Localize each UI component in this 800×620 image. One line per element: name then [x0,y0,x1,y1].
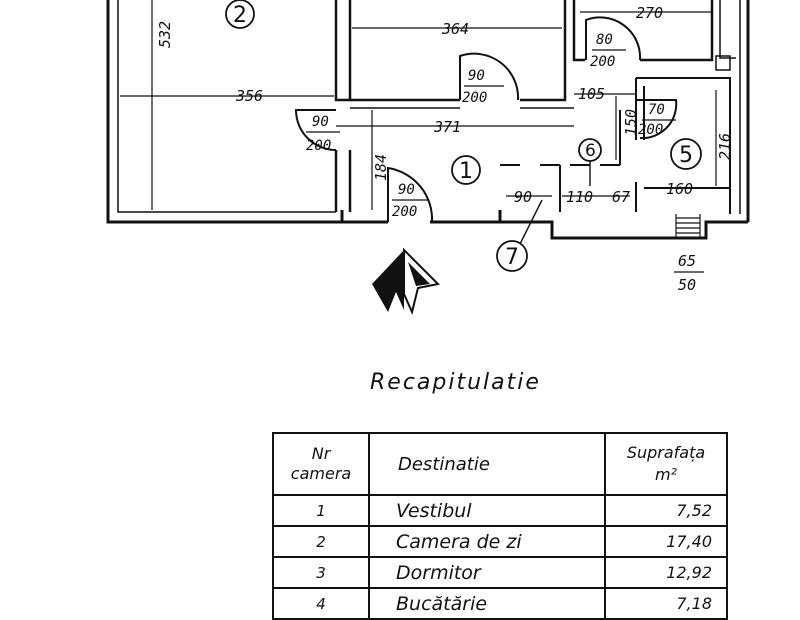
row-area: 17,40 [604,525,728,558]
row-nr: 2 [272,525,370,558]
row-destination: Bucătărie [368,587,606,620]
recap-title: Recapitulatie [370,370,541,395]
dim-90: 90 [514,188,532,206]
door-2-width: 90 [312,114,329,130]
row-nr: 4 [272,587,370,620]
door-1-width: 90 [468,68,485,84]
dim-150: 150 [622,109,640,136]
header-nr-camera: Nr camera [272,432,370,496]
header-surface: Suprafața m² [604,432,728,496]
row-nr: 1 [272,494,370,527]
room-2-label: 2 [233,3,247,28]
door-2-height: 200 [306,138,331,154]
walls [106,0,750,240]
recap-table: Nr camera Destinatie Suprafața m² 1 Vest… [272,432,728,620]
door-swings [294,16,678,223]
door-4-height: 200 [590,54,615,70]
stair-note-top: 65 [678,252,696,270]
header-nr-line2: camera [290,464,352,483]
row-area: 12,92 [604,556,728,589]
dim-532: 532 [156,21,174,48]
door-3-height: 200 [392,204,417,220]
room-5-label: 5 [679,143,693,168]
header-nr-line1: Nr [311,444,331,463]
door-5-height: 200 [638,122,663,138]
room-numbers [225,0,702,272]
recap-header-row: Nr camera Destinatie Suprafața m² [272,432,728,496]
row-destination: Dormitor [368,556,606,589]
door-5-width: 70 [648,102,665,118]
dim-110: 110 [566,188,593,206]
row-area: 7,52 [604,494,728,527]
stair-note-bottom: 50 [678,276,696,294]
dim-160: 160 [666,180,693,198]
dimension-lines [120,0,728,210]
north-arrow-icon [372,247,441,316]
room-7-label: 7 [505,245,519,270]
row-destination: Vestibul [368,494,606,527]
door-3-width: 90 [398,182,415,198]
header-surface-line1: Suprafața [626,443,706,462]
floor-plan: 532 356 364 270 371 184 105 150 216 160 … [106,0,750,316]
table-row: 1 Vestibul 7,52 [272,494,728,527]
row-destination: Camera de zi [368,525,606,558]
stair-note: 65 50 [674,252,704,294]
dim-184: 184 [372,154,390,181]
dim-67: 67 [612,188,630,206]
dim-270: 270 [636,4,663,22]
dim-105: 105 [578,85,605,103]
header-surface-line2: m² [655,465,677,484]
door-labels: 90 200 90 200 90 200 80 200 70 200 [306,32,676,220]
row-nr: 3 [272,556,370,589]
table-row: 3 Dormitor 12,92 [272,556,728,589]
header-destination: Destinatie [368,432,606,496]
row-area: 7,18 [604,587,728,620]
door-1-height: 200 [462,90,487,106]
table-row: 2 Camera de zi 17,40 [272,525,728,558]
room-6-label: 6 [585,141,596,161]
dim-356: 356 [235,87,263,105]
dimension-labels: 532 356 364 270 371 184 105 150 216 160 … [156,4,734,206]
room-1-label: 1 [459,159,473,184]
door-4-width: 80 [596,32,613,48]
table-row: 4 Bucătărie 7,18 [272,587,728,620]
dim-364: 364 [441,20,469,38]
dim-216: 216 [716,133,734,160]
dim-371: 371 [433,118,461,136]
